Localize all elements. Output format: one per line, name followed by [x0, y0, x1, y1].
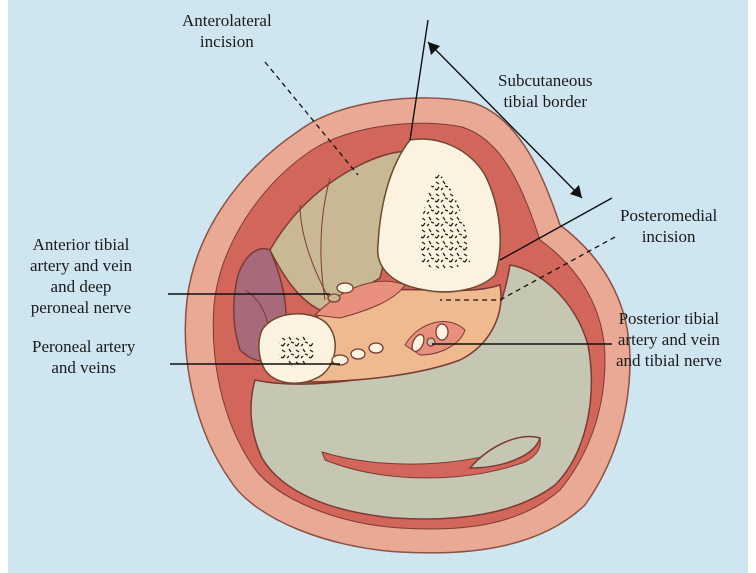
- anterior-tibial-vessel-2: [328, 294, 340, 302]
- peroneal-vessel-3: [369, 343, 383, 353]
- label-anterolateral-incision: Anterolateral incision: [182, 10, 272, 52]
- label-posteromedial-incision: Posteromedial incision: [620, 205, 717, 247]
- peroneal-vessel-2: [351, 349, 365, 359]
- label-peroneal-artery: Peroneal artery and veins: [32, 336, 135, 378]
- label-anterior-tibial: Anterior tibial artery and vein and deep…: [30, 234, 132, 318]
- posterior-tibial-vessel-2: [436, 324, 448, 340]
- anterior-tibial-vessel-1: [337, 283, 353, 293]
- label-subcutaneous-tibial-border: Subcutaneous tibial border: [498, 70, 592, 112]
- label-posterior-tibial: Posterior tibial artery and vein and tib…: [616, 308, 722, 371]
